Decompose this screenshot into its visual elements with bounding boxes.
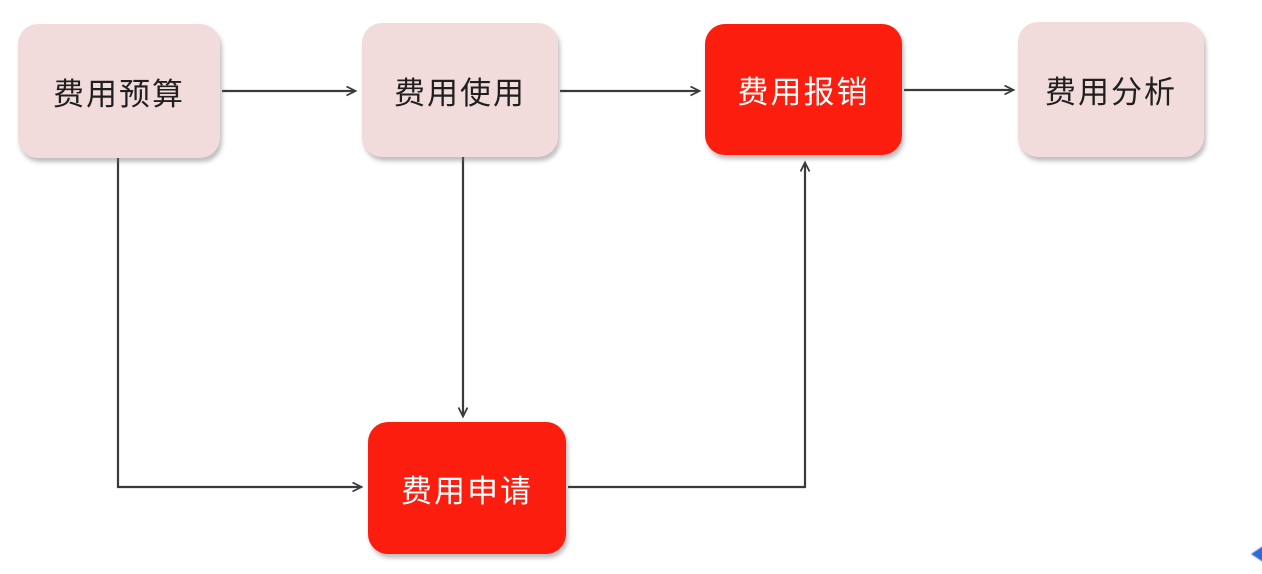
- edge-apply-to-reimburse: [568, 163, 805, 489]
- node-expense-application: 费用申请: [368, 422, 566, 554]
- node-expense-budget: 费用预算: [18, 24, 220, 158]
- node-expense-application-label: 费用申请: [401, 473, 533, 509]
- node-expense-reimbursement-label: 费用报销: [737, 75, 870, 110]
- node-expense-reimbursement: 费用报销: [705, 24, 902, 155]
- edge-budget-to-apply: [116, 158, 361, 487]
- node-expense-analysis: 费用分析: [1018, 22, 1204, 157]
- node-expense-usage: 费用使用: [362, 23, 558, 157]
- corner-blue-triangle-icon: [1251, 546, 1262, 562]
- node-expense-analysis-label: 费用分析: [1045, 75, 1177, 110]
- node-expense-usage-label: 费用使用: [394, 75, 526, 111]
- node-expense-budget-label: 费用预算: [53, 76, 185, 112]
